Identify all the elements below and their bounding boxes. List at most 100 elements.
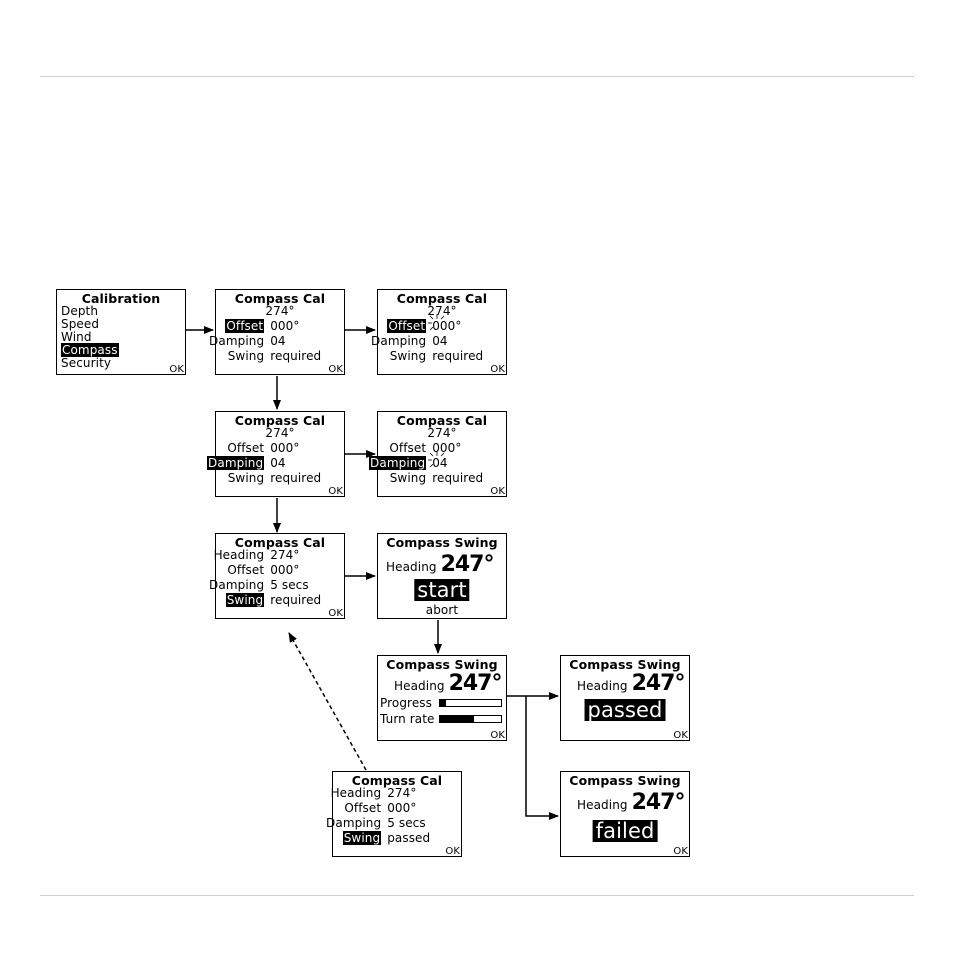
- swing-value: required: [432, 349, 484, 363]
- damping-label: Damping: [209, 334, 265, 348]
- screen-title: Calibration: [81, 291, 161, 306]
- ok-label[interactable]: OK: [490, 364, 505, 375]
- heading-row: Heading 274°: [214, 548, 344, 562]
- heading-value: 247°: [448, 671, 503, 696]
- damping-row[interactable]: Damping 5 secs: [326, 816, 461, 830]
- progress-bar: [439, 699, 502, 707]
- compass-cal-damping-edit-screen: Compass Cal 274° Offset 000° Damping 04 …: [369, 411, 507, 497]
- menu-item-compass-row[interactable]: Compass: [61, 343, 119, 357]
- damping-label[interactable]: Damping: [207, 456, 265, 470]
- swing-label: Swing: [227, 471, 265, 485]
- damping-row[interactable]: Damping 04: [207, 456, 344, 470]
- offset-value: 000°: [270, 563, 300, 577]
- calibration-menu-screen: Calibration Depth Speed Wind Compass Sec…: [56, 289, 186, 375]
- heading-label: Heading: [577, 798, 628, 812]
- damping-row[interactable]: Damping 5 secs: [209, 578, 344, 592]
- offset-label[interactable]: Offset: [225, 319, 265, 333]
- offset-row[interactable]: Offset 000°: [216, 319, 344, 333]
- damping-row[interactable]: Damping 04: [371, 334, 506, 348]
- swing-value: required: [270, 349, 322, 363]
- damping-label[interactable]: Damping: [369, 456, 427, 470]
- offset-label: Offset: [389, 441, 427, 455]
- abort-button[interactable]: abort: [425, 603, 459, 617]
- swing-row[interactable]: Swing required: [216, 593, 344, 607]
- ok-label[interactable]: OK: [328, 486, 343, 497]
- heading-row: Heading 247°: [386, 552, 494, 578]
- result-passed: passed: [584, 699, 666, 721]
- heading-label: Heading: [330, 786, 382, 800]
- heading-value: 274°: [265, 426, 295, 440]
- heading-label: Heading: [577, 679, 628, 693]
- swing-value: required: [270, 593, 322, 607]
- damping-value: 5 secs: [270, 578, 309, 592]
- menu-item-speed[interactable]: Speed: [61, 317, 100, 331]
- ok-label[interactable]: OK: [673, 846, 688, 857]
- damping-value: 04: [432, 334, 448, 348]
- swing-row[interactable]: Swing required: [216, 471, 344, 485]
- damping-value-editing[interactable]: 04: [428, 451, 448, 470]
- damping-label: Damping: [209, 578, 265, 592]
- swing-label[interactable]: Swing: [342, 831, 382, 845]
- heading-row: Heading 247°: [577, 790, 685, 816]
- turn-rate-bar-fill: [440, 716, 474, 722]
- screen-title: Compass Cal: [234, 413, 326, 428]
- offset-label: Offset: [227, 441, 265, 455]
- offset-value-editing[interactable]: 000°: [428, 314, 461, 333]
- compass-swing-passed-screen: Compass Swing Heading 247° passed OK: [560, 655, 690, 741]
- damping-row[interactable]: Damping 04: [369, 451, 506, 470]
- offset-row[interactable]: Offset 000°: [333, 801, 461, 815]
- swing-row[interactable]: Swing required: [378, 349, 506, 363]
- blinking-cursor-icon: [428, 451, 445, 468]
- offset-label[interactable]: Offset: [387, 319, 427, 333]
- ok-label[interactable]: OK: [490, 486, 505, 497]
- swing-label: Swing: [227, 349, 265, 363]
- damping-label: Damping: [326, 816, 382, 830]
- damping-row[interactable]: Damping 04: [209, 334, 344, 348]
- progress-bar-fill: [440, 700, 447, 706]
- start-button[interactable]: start: [414, 579, 470, 601]
- ok-label[interactable]: OK: [673, 730, 688, 741]
- swing-label[interactable]: Swing: [225, 593, 265, 607]
- swing-row[interactable]: Swing passed: [333, 831, 461, 845]
- turn-rate-label: Turn rate: [380, 712, 435, 726]
- menu-item-compass[interactable]: Compass: [61, 343, 119, 357]
- swing-value: passed: [387, 831, 431, 845]
- progress-label: Progress: [380, 696, 433, 710]
- offset-row[interactable]: Offset 000°: [216, 441, 344, 455]
- swing-row[interactable]: Swing required: [378, 471, 506, 485]
- ok-label[interactable]: OK: [328, 608, 343, 619]
- swing-label: Swing: [389, 471, 427, 485]
- top-rule: [40, 76, 914, 77]
- offset-label: Offset: [227, 563, 265, 577]
- calibration-menu-list: Depth Speed Wind Compass Security: [61, 305, 119, 370]
- offset-row[interactable]: Offset 000°: [378, 441, 506, 455]
- ok-label[interactable]: OK: [490, 730, 505, 741]
- heading-value: 274°: [270, 548, 300, 562]
- ok-label[interactable]: OK: [328, 364, 343, 375]
- screen-title: Compass Swing: [569, 657, 681, 672]
- heading-value: 247°: [440, 552, 495, 577]
- swing-value: required: [432, 471, 484, 485]
- compass-cal-offset-screen: Compass Cal 274° Offset 000° Damping 04 …: [209, 289, 345, 375]
- compass-cal-swing-screen: Compass Cal Heading 274° Offset 000° Dam…: [209, 533, 345, 619]
- offset-label: Offset: [344, 801, 382, 815]
- offset-row[interactable]: Offset 000°: [216, 563, 344, 577]
- swing-row[interactable]: Swing required: [216, 349, 344, 363]
- menu-item-depth[interactable]: Depth: [61, 304, 99, 318]
- compass-swing-progress-screen: Compass Swing Heading 247° Progress Turn…: [377, 655, 507, 741]
- heading-value: 274°: [265, 304, 295, 318]
- screen-title: Compass Cal: [351, 773, 443, 788]
- screen-title: Compass Cal: [234, 291, 326, 306]
- offset-value: 000°: [270, 441, 300, 455]
- menu-item-security[interactable]: Security: [61, 356, 112, 370]
- screen-title: Compass Cal: [234, 535, 326, 550]
- ok-label[interactable]: OK: [169, 364, 184, 375]
- menu-item-wind[interactable]: Wind: [61, 330, 92, 344]
- ok-label[interactable]: OK: [445, 846, 460, 857]
- heading-value: 274°: [387, 786, 417, 800]
- heading-label: Heading: [394, 679, 445, 693]
- screen-title: Compass Swing: [569, 773, 681, 788]
- offset-row[interactable]: Offset 000°: [378, 314, 506, 333]
- heading-value: 247°: [631, 790, 686, 815]
